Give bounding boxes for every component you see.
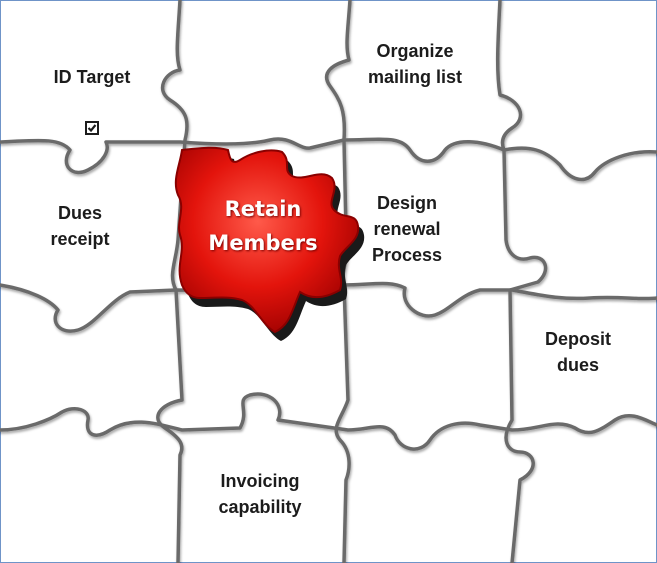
id-target-label: ID Target [22, 38, 162, 142]
id-target-text: ID Target [53, 67, 131, 87]
seam-horizontal-1 [0, 137, 657, 182]
invoicing-capability-label: Invoicing capability [218, 471, 302, 517]
center-piece [174, 146, 365, 341]
deposit-dues-label: Deposit dues [544, 329, 611, 375]
center-piece-label: Retain Members [208, 197, 318, 255]
design-renewal-process-label: Design renewal Process [371, 193, 443, 265]
seam-vertical-1 [156, 0, 189, 563]
seam-horizontal-3 [0, 392, 657, 451]
seam-vertical-3 [495, 0, 548, 563]
organize-mailing-list-label: Organize mailing list [367, 41, 463, 87]
checkbox-checked-icon [85, 121, 99, 135]
dues-receipt-label: Dues receipt [50, 203, 110, 249]
